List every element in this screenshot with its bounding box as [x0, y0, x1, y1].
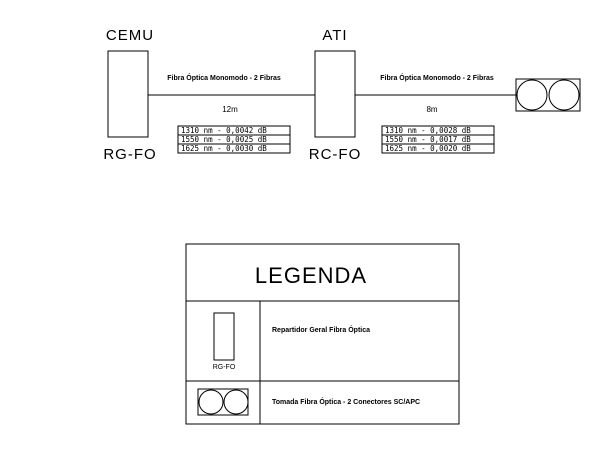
cemu-code: RG-FO: [103, 146, 156, 163]
legend-rg-fo-icon: [213, 312, 235, 361]
link-1-length: 12m: [222, 105, 238, 114]
link-2-label: Fibra Óptica Monomodo - 2 Fibras: [380, 73, 494, 82]
cemu-title: CEMU: [106, 27, 154, 44]
link-1-loss-1310: 1310 nm - 0,0042 dB: [181, 126, 267, 135]
legend-outlet-icon: [197, 388, 249, 416]
link-2-loss-1550: 1550 nm - 0,0017 dB: [385, 135, 471, 144]
link-1-loss-1625: 1625 nm - 0,0030 dB: [181, 144, 267, 153]
link-1-loss-1550: 1550 nm - 0,0025 dB: [181, 135, 267, 144]
link-1-loss-table: 1310 nm - 0,0042 dB 1550 nm - 0,0025 dB …: [177, 125, 291, 154]
ati-title: ATI: [322, 27, 347, 44]
link-2-length: 8m: [426, 105, 437, 114]
cemu-rg-fo-box: [107, 50, 149, 138]
legend-rg-fo-code: RG-FO: [213, 364, 236, 371]
link-2-loss-1310: 1310 nm - 0,0028 dB: [385, 126, 471, 135]
legend: LEGENDA RG-FO Repartidor Geral Fibra Ópt…: [185, 243, 460, 425]
fiber-outlet-icon: [515, 78, 581, 112]
legend-title: LEGENDA: [255, 263, 367, 288]
link-2-loss-1625: 1625 nm - 0,0020 dB: [385, 144, 471, 153]
link-1-label: Fibra Óptica Monomodo - 2 Fibras: [167, 73, 281, 82]
ati-rc-fo-box: [314, 50, 356, 138]
legend-outlet-description: Tomada Fibra Óptica - 2 Conectores SC/AP…: [272, 397, 420, 406]
legend-rg-fo-description: Repartidor Geral Fibra Óptica: [272, 325, 370, 334]
link-2-loss-table: 1310 nm - 0,0028 dB 1550 nm - 0,0017 dB …: [381, 125, 495, 154]
ati-code: RC-FO: [309, 146, 362, 163]
